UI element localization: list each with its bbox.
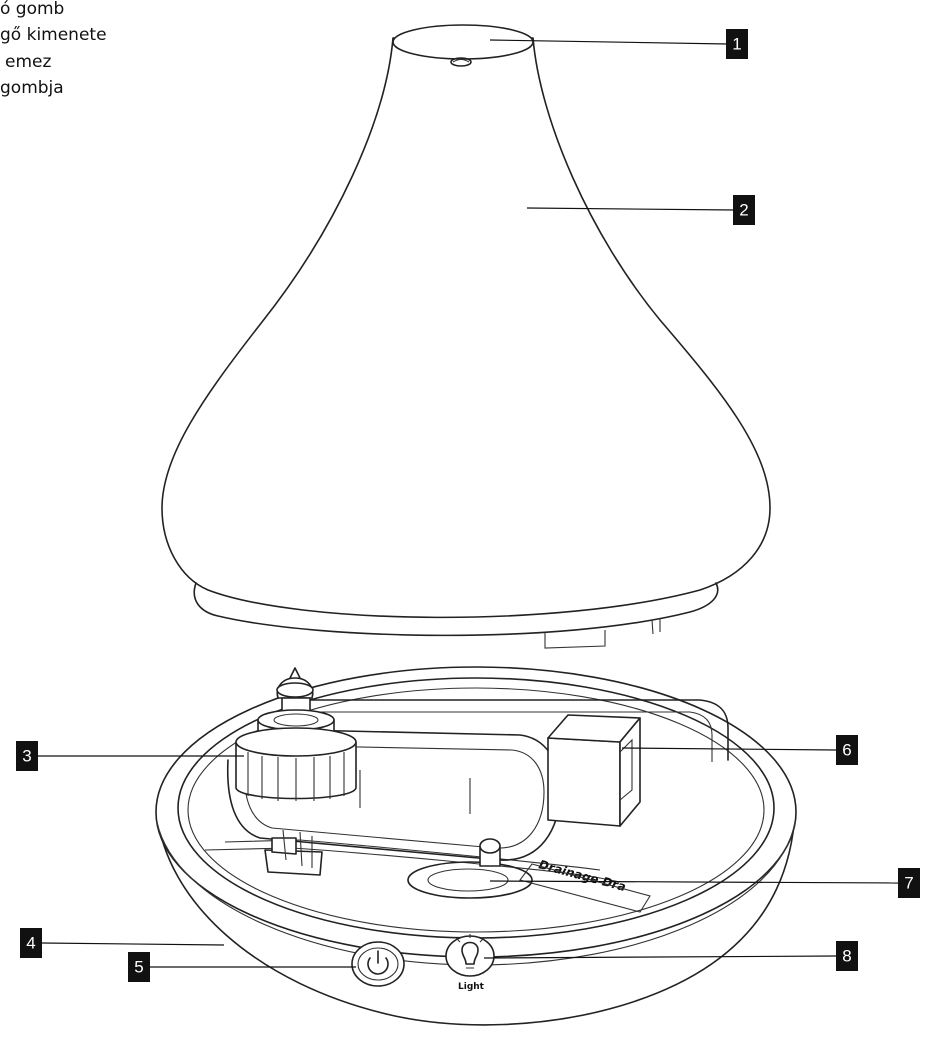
callout-6-number: 6 — [842, 741, 851, 760]
power-icon — [367, 957, 389, 975]
leader-7 — [489, 880, 899, 884]
callout-1-number: 1 — [732, 35, 741, 54]
callout-3-number: 3 — [22, 747, 31, 766]
callout-8: 8 — [836, 941, 858, 971]
callouts: 1 2 3 4 5 6 7 8 — [16, 29, 920, 982]
leader-lines — [38, 39, 899, 968]
leader-1 — [489, 39, 729, 45]
leader-4 — [41, 942, 225, 946]
callout-2-number: 2 — [739, 201, 748, 220]
legend-line-2: gő kimenete — [0, 25, 107, 45]
light-button: Light — [445, 934, 495, 992]
callout-5: 5 — [128, 952, 150, 982]
callout-6: 6 — [836, 735, 858, 765]
callout-8-number: 8 — [842, 947, 851, 966]
legend-line-3: emez — [5, 52, 51, 72]
leader-8 — [483, 955, 837, 959]
base-channel-floor — [204, 847, 621, 883]
base-reservoir — [226, 729, 561, 861]
callout-7-number: 7 — [904, 874, 913, 893]
mist-outlet-hole — [450, 57, 472, 67]
base-bracket — [264, 829, 323, 876]
callout-2: 2 — [733, 195, 755, 225]
water-level-block — [547, 714, 641, 827]
legend: ó gomb gő kimenete emez gombja — [0, 0, 107, 98]
float-nozzle — [235, 667, 357, 801]
leader-2 — [526, 207, 736, 211]
base-printing-plate — [519, 863, 651, 913]
cover-body — [161, 37, 771, 619]
cover-rim-notch — [544, 630, 606, 649]
light-button-label: Light — [458, 982, 485, 992]
base-channel-wall-2 — [300, 711, 713, 762]
base-channel-floor-2 — [224, 839, 601, 871]
callout-5-number: 5 — [134, 958, 143, 977]
power-button — [351, 941, 405, 987]
callout-4: 4 — [20, 928, 42, 958]
mist-outlet-cap — [392, 24, 534, 60]
callout-1: 1 — [726, 29, 748, 59]
atomizer-disc — [407, 838, 533, 899]
legend-line-1: ó gomb — [0, 0, 64, 19]
cover — [161, 24, 771, 649]
cover-rim-tab — [651, 618, 661, 635]
base-channel-wall — [299, 699, 729, 761]
base-reservoir-inner — [244, 745, 545, 849]
mist-outlet-hole-inner — [452, 58, 470, 63]
callout-4-number: 4 — [26, 934, 35, 953]
cover-rim — [193, 582, 719, 637]
bulb-icon — [461, 941, 479, 965]
base-rim-inner-2 — [187, 687, 765, 933]
legend-line-4: gombja — [0, 78, 64, 98]
leader-6 — [621, 747, 837, 751]
callout-3: 3 — [16, 741, 38, 771]
callout-7: 7 — [898, 868, 920, 898]
base-step — [359, 770, 471, 814]
